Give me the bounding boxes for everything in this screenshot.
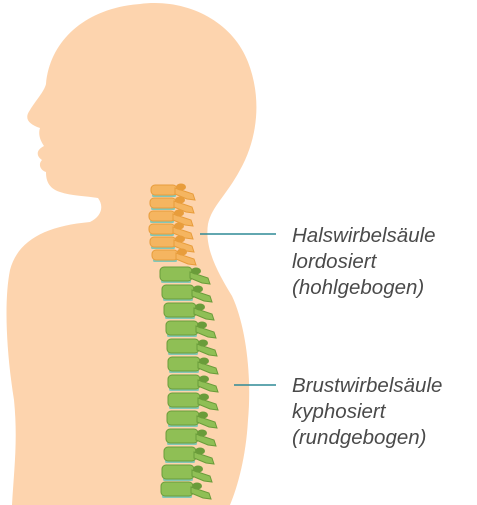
thoracic-vertebral-body [168, 375, 200, 389]
thoracic-label-line1: Brustwirbelsäule [292, 373, 442, 399]
thoracic-vertebral-body [167, 411, 199, 425]
thoracic-facet [197, 322, 207, 329]
thoracic-vertebral-body [166, 321, 198, 335]
thoracic-vertebral-body [168, 357, 200, 371]
thoracic-label-line3: (rundgebogen) [292, 425, 442, 451]
thoracic-vertebral-body [162, 465, 194, 479]
cervical-spine-label: Halswirbelsäule lordosiert (hohlgebogen) [292, 223, 436, 301]
cervical-vertebral-body [149, 224, 175, 234]
cervical-label-line2: lordosiert [292, 249, 436, 275]
thoracic-spine-label: Brustwirbelsäule kyphosiert (rundgebogen… [292, 373, 442, 451]
thoracic-facet [199, 394, 209, 401]
thoracic-facet [195, 304, 205, 311]
cervical-label-line3: (hohlgebogen) [292, 275, 436, 301]
cervical-facet [177, 249, 187, 256]
thoracic-vertebral-body [162, 285, 194, 299]
thoracic-facet [195, 448, 205, 455]
cervical-facet [174, 223, 184, 230]
cervical-vertebral-body [149, 211, 175, 221]
thoracic-label-line2: kyphosiert [292, 399, 442, 425]
thoracic-facet [199, 358, 209, 365]
thoracic-facet [197, 430, 207, 437]
human-silhouette [7, 3, 257, 505]
cervical-vertebral-body [150, 198, 176, 208]
thoracic-facet [193, 286, 203, 293]
cervical-facet [175, 197, 185, 204]
thoracic-facet [191, 268, 201, 275]
cervical-vertebral-body [152, 250, 178, 260]
thoracic-facet [198, 412, 208, 419]
thoracic-vertebral-body [164, 303, 196, 317]
cervical-facet [176, 184, 186, 191]
thoracic-vertebral-body [164, 447, 196, 461]
thoracic-facet [198, 340, 208, 347]
cervical-vertebral-body [151, 185, 177, 195]
cervical-facet [174, 210, 184, 217]
thoracic-facet [192, 483, 202, 490]
cervical-facet [175, 236, 185, 243]
cervical-vertebral-body [150, 237, 176, 247]
thoracic-vertebral-body [166, 429, 198, 443]
cervical-label-line1: Halswirbelsäule [292, 223, 436, 249]
thoracic-facet [199, 376, 209, 383]
thoracic-vertebral-body [167, 339, 199, 353]
thoracic-vertebral-body [161, 482, 193, 496]
thoracic-vertebral-body [160, 267, 192, 281]
thoracic-facet [193, 466, 203, 473]
thoracic-vertebral-body [168, 393, 200, 407]
